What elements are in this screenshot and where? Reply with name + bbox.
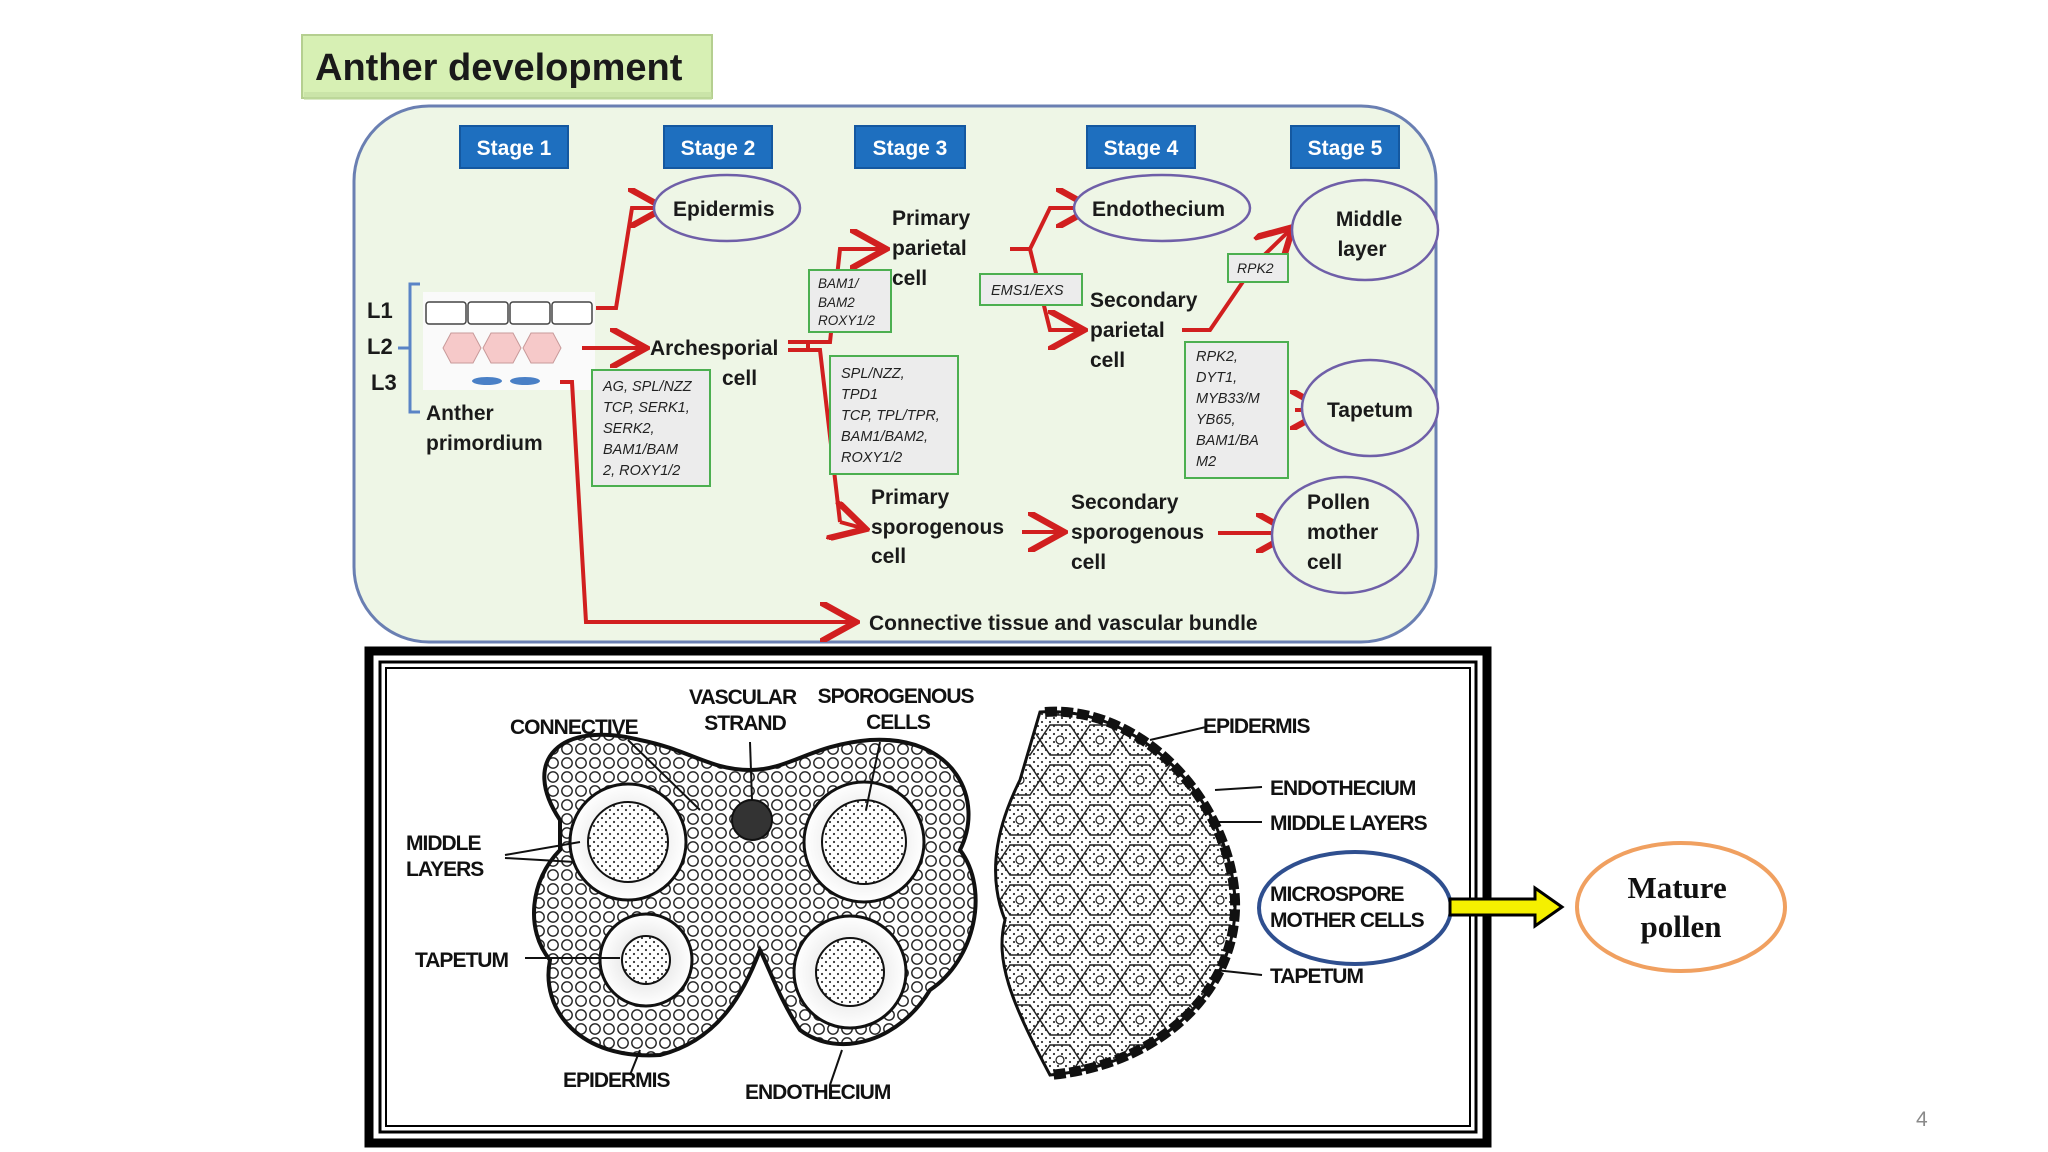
stage-1-label: Stage 1 [477, 137, 552, 160]
archesporial-label: Archesporial cell [650, 337, 784, 390]
label-endothecium-bottom: ENDOTHECIUM [745, 1081, 891, 1104]
secondary-sporogenous-label: Secondary sporogenous cell [1071, 491, 1210, 574]
stage-3-label: Stage 3 [873, 137, 948, 160]
endothecium-node [1072, 173, 1252, 243]
svg-text:AG, SPL/NZZ TCP, SERK1,: AG, SPL/NZZ TCP, SERK1, SERK2, BAM1/BAM … [602, 379, 696, 479]
page-number: 4 [1916, 1108, 1928, 1131]
layer-bracket [398, 282, 420, 414]
label-epidermis-right: EPIDERMIS [1203, 715, 1311, 738]
mature-pollen-label: Mature pollen [1627, 870, 1734, 944]
stage-headers: Stage 1 Stage 2 Stage 3 Stage 4 Stage 5 [459, 125, 1400, 169]
label-epidermis-bottom: EPIDERMIS [563, 1069, 671, 1092]
svg-text:EMS1/EXS: EMS1/EXS [991, 283, 1064, 299]
middle-layer-label: Middle layer [1336, 208, 1408, 261]
gene-box-rpk2-list: RPK2, DYT1, MYB33/M YB65, BAM1/BA M2 [1184, 341, 1289, 479]
layer-l2: L2 [367, 334, 393, 359]
svg-text:RPK2, DYT1, MYB33/: RPK2, DYT1, MYB33/M YB65, BAM1/BA M2 [1196, 349, 1264, 470]
layer-l1: L1 [367, 298, 393, 323]
middle-layer-node [1290, 178, 1440, 282]
stage-4-header: Stage 4 [1086, 125, 1196, 169]
tapetum-label: Tapetum [1327, 399, 1413, 422]
label-connective: CONNECTIVE [510, 716, 639, 739]
layer-l3: L3 [371, 370, 397, 395]
pollen-mother-cell-node [1270, 475, 1420, 595]
label-tapetum-right: TAPETUM [1270, 965, 1363, 988]
pollen-mother-cell-label: Pollen mother cell [1307, 491, 1384, 574]
label-tapetum-left: TAPETUM [415, 949, 508, 972]
endothecium-label: Endothecium [1092, 198, 1225, 221]
half-section-drawing [994, 706, 1241, 1080]
primary-parietal-label: Primary parietal cell [892, 207, 976, 290]
stage-1-header: Stage 1 [459, 125, 569, 169]
label-middle-layers-left: MIDDLE LAYERS [406, 832, 485, 881]
label-endothecium-right: ENDOTHECIUM [1270, 777, 1416, 800]
stage-2-label: Stage 2 [681, 137, 756, 160]
epidermis-node [652, 173, 802, 243]
stage-5-label: Stage 5 [1308, 137, 1383, 160]
primary-sporogenous-label: Primary sporogenous cell [871, 486, 1010, 568]
anther-primordium-cells [423, 292, 595, 390]
svg-text:BAM1/ BAM2 ROXY1/2: BAM1/ BAM2 ROXY1/2 [818, 276, 876, 328]
anther-primordium-label: Anther primordium [426, 402, 543, 455]
anther-cross-section-figure: CONNECTIVE VASCULAR STRAND SPOROGENOUS C… [364, 646, 1492, 1148]
figure-leader-lines [504, 726, 1263, 1086]
four-lobed-anther-drawing [532, 732, 978, 1058]
yellow-arrow [1448, 885, 1565, 929]
gene-box-rpk2: RPK2 [1227, 253, 1289, 283]
label-middle-layers-right: MIDDLE LAYERS [1270, 812, 1428, 835]
title-box: Anther development [301, 34, 713, 100]
epidermis-label: Epidermis [673, 198, 775, 221]
label-microspore-mother-cells: MICROSPORE MOTHER CELLS [1270, 883, 1425, 932]
stage-4-label: Stage 4 [1104, 137, 1179, 160]
page-title: Anther development [315, 47, 683, 89]
gene-box-stage1: AG, SPL/NZZ TCP, SERK1, SERK2, BAM1/BAM … [591, 369, 711, 487]
secondary-parietal-label: Secondary parietal cell [1090, 289, 1203, 372]
gene-box-bam: BAM1/ BAM2 ROXY1/2 [808, 269, 892, 333]
label-vascular-strand: VASCULAR STRAND [689, 686, 801, 735]
svg-text:RPK2: RPK2 [1237, 260, 1274, 276]
gene-box-ems: EMS1/EXS [979, 273, 1083, 306]
connective-label: Connective tissue and vascular bundle [869, 612, 1258, 635]
layer-labels: L1 L2 L3 [367, 282, 420, 414]
mature-pollen-node: Mature pollen [1575, 841, 1787, 973]
stage-3-header: Stage 3 [854, 125, 966, 169]
tapetum-node [1300, 358, 1440, 458]
label-sporogenous-cells: SPOROGENOUS CELLS [818, 685, 979, 734]
gene-box-spl: SPL/NZZ, TPD1 TCP, TPL/TPR, BAM1/BAM2, R… [829, 355, 959, 475]
stage-2-header: Stage 2 [663, 125, 773, 169]
stage-5-header: Stage 5 [1290, 125, 1400, 169]
svg-text:SPL/NZZ, TPD1 TCP,: SPL/NZZ, TPD1 TCP, TPL/TPR, BAM1/BAM2, R… [841, 366, 944, 466]
